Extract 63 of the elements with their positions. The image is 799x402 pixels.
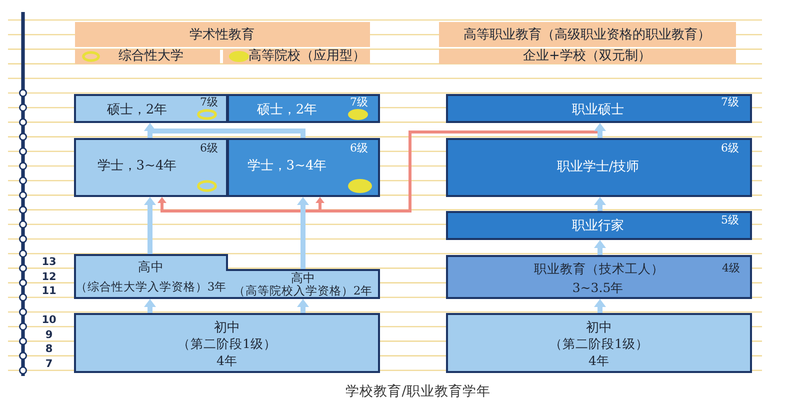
level-label: 7级 (721, 96, 739, 108)
education-box (74, 94, 228, 123)
year-label: 7 (45, 358, 53, 369)
education-box (74, 138, 228, 197)
box-text: （高等院校入学资格）2年 (233, 284, 373, 296)
box-text: 职业行家 (572, 219, 624, 232)
box-text: 初中 (586, 321, 612, 334)
section-heading: 企业+学校（双元制） (523, 50, 651, 62)
arrow (144, 299, 156, 313)
box-text: 高中 (291, 272, 315, 284)
education-box (227, 94, 380, 123)
box-text: 初中 (214, 321, 240, 334)
level-label: 7级 (200, 96, 218, 108)
education-box (74, 254, 380, 299)
year-label: 13 (42, 256, 56, 268)
education-box (446, 313, 752, 373)
education-box (74, 313, 380, 373)
level-label: 5级 (721, 214, 739, 226)
education-box (446, 94, 752, 123)
level-label: 7级 (350, 96, 368, 108)
box-text: 硕士，2年 (256, 103, 318, 116)
box-text: （第二阶段1级） (178, 338, 276, 350)
arrow (297, 197, 309, 269)
year-label: 12 (42, 271, 56, 282)
arrow (594, 197, 606, 211)
box-text: 职业学士/技师 (556, 160, 640, 174)
box-text: 职业教育（技术工人） (534, 262, 664, 276)
arrow (297, 299, 309, 313)
year-label: 8 (45, 344, 53, 354)
arrow (594, 299, 606, 313)
section-heading: 高等职业教育（高级职业资格的职业教育） (464, 28, 710, 42)
section-heading: 学术性教育 (190, 28, 254, 42)
arrow (144, 123, 306, 138)
box-text: 3~3.5年 (572, 282, 624, 294)
year-label: 9 (45, 329, 53, 340)
header-band (75, 22, 370, 47)
legend-text: 高等院校（应用型） (248, 50, 366, 62)
arrow (594, 240, 606, 255)
education-box (446, 211, 752, 240)
education-box (446, 138, 752, 197)
education-box (446, 255, 752, 299)
box-text: 学士，3~4年 (97, 160, 177, 172)
box-text: 4年 (216, 354, 238, 368)
level-label: 6级 (721, 142, 739, 154)
year-label: 10 (42, 314, 56, 326)
level-label: 6级 (350, 142, 368, 154)
box-text: 学士，3~4年 (247, 160, 327, 172)
arrow (144, 197, 156, 254)
box-text: 职业硕士 (572, 103, 624, 116)
box-text: 4年 (588, 354, 610, 368)
box-text: （第二阶段1级） (550, 338, 648, 350)
arrow (594, 123, 606, 138)
level-label: 4级 (722, 262, 740, 274)
year-label: 11 (42, 286, 56, 296)
box-text: 硕士，2年 (106, 103, 168, 116)
header-band (439, 48, 736, 64)
level-label: 6级 (200, 142, 218, 154)
box-text: 高中 (138, 260, 164, 274)
caption: 学校教育/职业教育学年 (346, 385, 490, 399)
legend-text: 综合性大学 (118, 50, 184, 62)
education-box (227, 138, 380, 197)
box-text: （综合性大学入学资格）3年 (75, 280, 227, 292)
header-band (439, 22, 736, 47)
